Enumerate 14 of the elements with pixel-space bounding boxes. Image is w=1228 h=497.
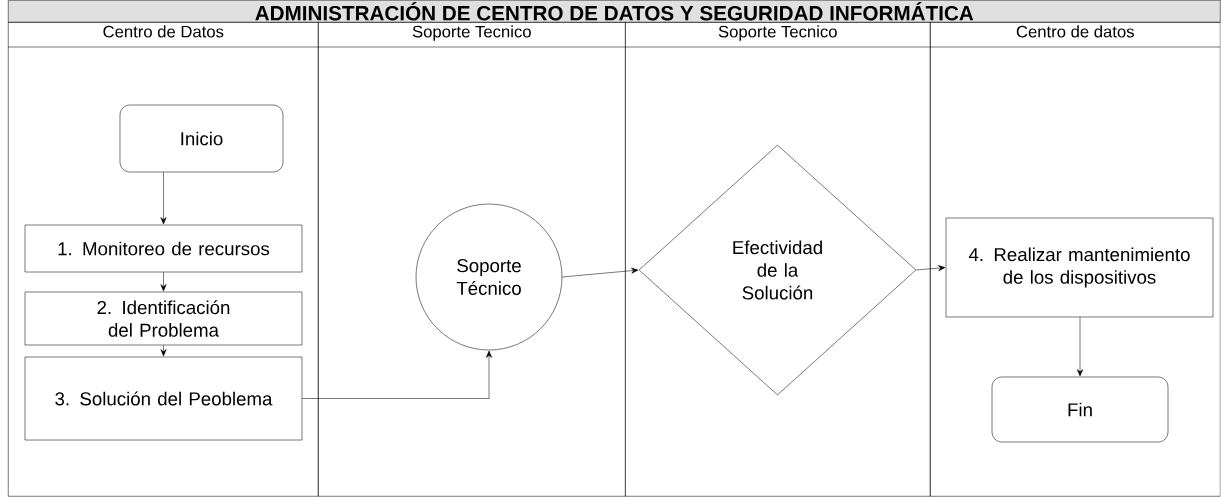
terminal-box: Inicio <box>119 104 284 173</box>
arrow <box>562 267 639 278</box>
arrow <box>160 172 167 225</box>
arrow <box>1077 317 1083 377</box>
arrow <box>302 350 492 399</box>
arrow <box>160 345 167 357</box>
process-box: 2. Identificación del Problema <box>24 291 303 346</box>
process-box: 4. Realizar mantenimiento de los dispositivos <box>945 217 1214 318</box>
arrow <box>916 265 946 272</box>
terminal-box: Fin <box>991 376 1169 443</box>
title-band: ADMINISTRACIÓN DE CENTRO DE DATOS Y SEGURIDAD INFORMÁTICA <box>8 0 1221 23</box>
process-box: 3. Solución del Peoblema <box>24 356 303 441</box>
process-box: 1. Monitoreo de recursos <box>24 224 303 273</box>
arrow <box>160 272 167 292</box>
